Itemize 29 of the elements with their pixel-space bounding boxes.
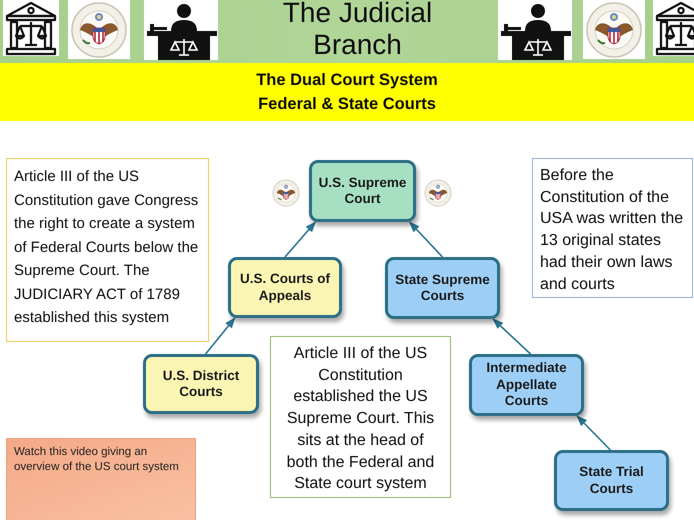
subtitle-text: The Dual Court System	[256, 70, 438, 91]
note-text: Before the Constitution of the USA was written the 13 original states had their own laws and courts	[540, 166, 684, 295]
court-box	[469, 354, 584, 416]
arrow	[409, 221, 444, 258]
title-text: The Judicial Branch	[282, 0, 434, 61]
court-box	[554, 450, 669, 511]
court-box	[228, 257, 342, 318]
video-note-box	[6, 438, 196, 520]
note-text: Article III of the US Constitution gave Congress the right to create a system of Federal Courts below the Supreme Court. The JUDICIARY ACT of 1789 established this system	[14, 167, 200, 328]
arrow	[576, 415, 611, 451]
note-box	[270, 336, 451, 498]
subtitle-text: Federal & State Courts	[258, 94, 436, 115]
court-name: U.S. Supreme Court	[318, 174, 408, 208]
arrow	[205, 318, 236, 354]
note-box	[6, 158, 209, 342]
court-box	[309, 160, 416, 222]
court-name: U.S. District Courts	[162, 368, 240, 400]
arrow	[492, 318, 532, 355]
note-text: Article III of the US Constitution established the US Supreme Court. This sits at the head of both the Federal and State court system	[286, 344, 436, 494]
court-name: State Supreme Courts	[394, 272, 491, 304]
court-name: Intermediate Appellate Courts	[485, 360, 568, 410]
arrow	[284, 221, 316, 258]
court-box	[385, 257, 500, 319]
court-name: U.S. Courts of Appeals	[239, 271, 331, 304]
note-text: Watch this video giving an overview of the US court system	[14, 445, 180, 475]
court-name: State Trial Courts	[578, 464, 645, 497]
note-box	[532, 158, 693, 298]
subtitle-band	[0, 63, 694, 121]
court-box	[143, 354, 259, 414]
